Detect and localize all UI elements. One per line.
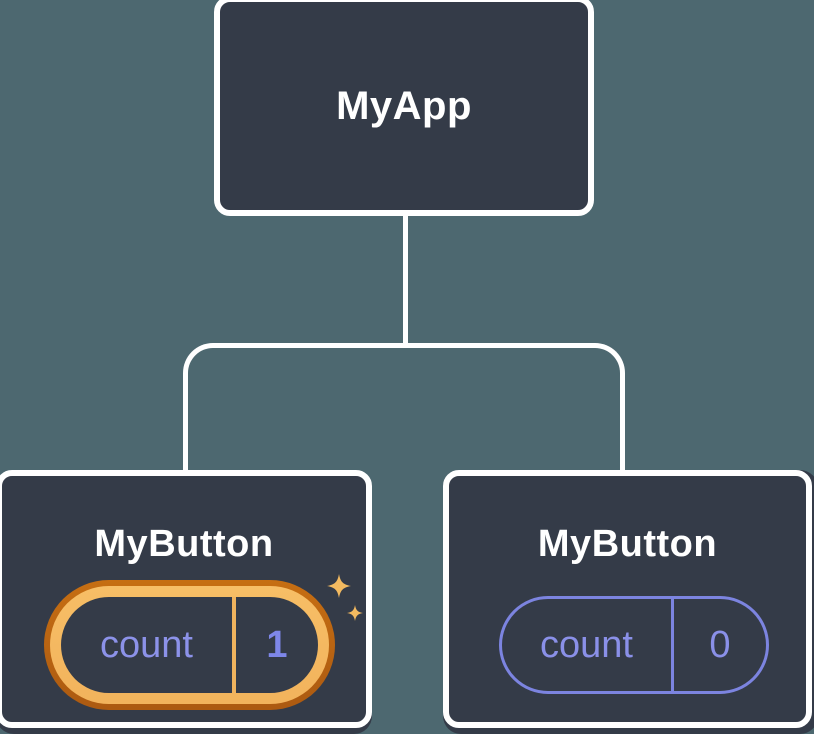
sparkle-large-icon bbox=[327, 574, 351, 598]
connector-trunk-line bbox=[403, 212, 408, 348]
pill-divider bbox=[232, 597, 236, 693]
state-pill-core: count 1 bbox=[61, 597, 318, 693]
mybutton-node-right: MyButton count 0 bbox=[443, 470, 814, 734]
mybutton-node-left-body: MyButton count 1 bbox=[0, 470, 372, 728]
state-pill-plain: count 0 bbox=[499, 596, 769, 694]
state-key-label: count bbox=[540, 623, 633, 666]
state-value: 0 bbox=[709, 623, 731, 666]
state-pill-highlighted: count 1 bbox=[44, 580, 335, 710]
state-pill-glow-ring: count 1 bbox=[50, 586, 329, 704]
myapp-node: MyApp bbox=[214, 0, 594, 216]
pill-divider bbox=[671, 599, 674, 691]
state-value: 1 bbox=[266, 623, 288, 666]
mybutton-node-left: MyButton count 1 bbox=[0, 470, 372, 734]
myapp-title: MyApp bbox=[336, 83, 472, 128]
mybutton-title-right: MyButton bbox=[537, 523, 718, 565]
mybutton-node-right-body: MyButton count 0 bbox=[443, 470, 812, 728]
state-key-label: count bbox=[100, 623, 193, 666]
connector-branch-lines bbox=[183, 343, 625, 475]
mybutton-title-left: MyButton bbox=[94, 523, 274, 565]
myapp-node-body: MyApp bbox=[214, 0, 594, 216]
sparkle-small-icon bbox=[347, 605, 363, 621]
